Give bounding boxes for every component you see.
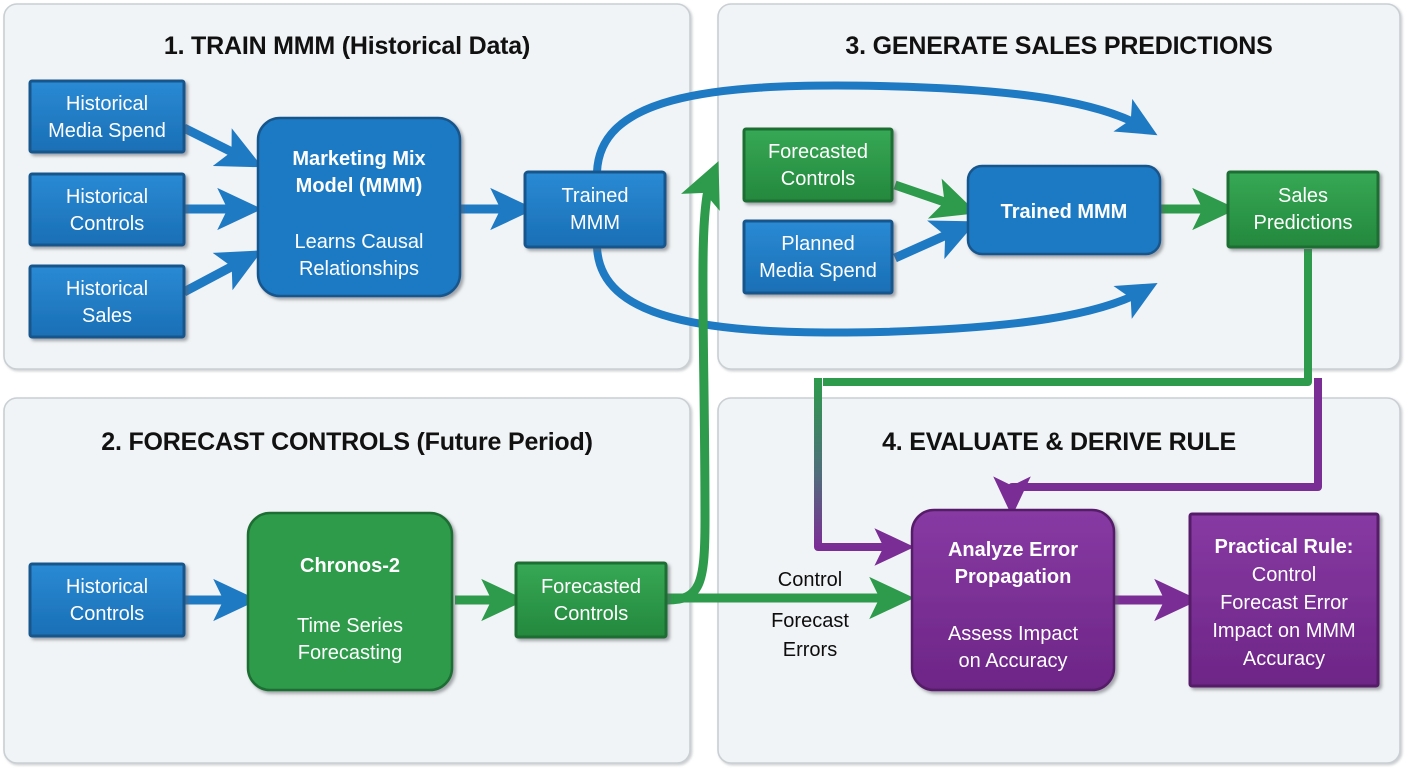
node-historical-sales[interactable]: Historical Sales [28, 264, 186, 339]
node-historical-media-spend-line2: Media Spend [48, 120, 166, 142]
node-analyze-error-propagation-line3: Assess Impact [948, 623, 1078, 645]
edge-trained-mmm-bottom-arc [593, 243, 1158, 337]
edge-hist-sales-to-mmm [181, 250, 263, 296]
edge-purple-feedback-path [993, 378, 1322, 517]
edge-sales-predictions-to-analyze-error [814, 249, 1312, 566]
node-trained-mmm-3-box[interactable] [966, 164, 1162, 256]
node-marketing-mix-model-box[interactable] [256, 116, 462, 298]
node-sales-predictions-line1: Sales [1278, 185, 1328, 207]
node-analyze-error-propagation-box[interactable] [910, 508, 1116, 692]
edges-trained-mmm-transfer [593, 81, 1158, 337]
node-sales-predictions[interactable]: Sales Predictions [1226, 170, 1380, 249]
edges-section-3 [893, 178, 1238, 263]
node-historical-sales-line2: Sales [82, 305, 132, 327]
node-chronos-2-line3: Forecasting [298, 642, 403, 664]
node-marketing-mix-model-line4: Relationships [299, 258, 419, 280]
edge-label-forecast: Forecast [771, 610, 849, 632]
node-trained-mmm-3-line1: Trained MMM [1001, 201, 1128, 223]
node-practical-rule-line3: Forecast Error [1220, 592, 1348, 614]
node-trained-mmm-1[interactable]: Trained MMM [523, 170, 667, 249]
panel-evaluate-derive-rule-title: 4. EVALUATE & DERIVE RULE [882, 428, 1236, 456]
node-planned-media-spend-line1: Planned [781, 233, 854, 255]
node-historical-sales-line1: Historical [66, 278, 148, 300]
node-forecasted-controls-2-line2: Controls [554, 603, 628, 625]
node-forecasted-controls-3[interactable]: Forecasted Controls [742, 127, 894, 203]
node-trained-mmm-1-line1: Trained [561, 185, 628, 207]
node-planned-media-spend[interactable]: Planned Media Spend [742, 219, 894, 295]
node-practical-rule[interactable]: Practical Rule: Control Forecast Error I… [1188, 512, 1380, 688]
node-historical-controls-2[interactable]: Historical Controls [28, 562, 186, 638]
edge-purple-feedback-loop [993, 378, 1322, 517]
node-chronos-2-box[interactable] [246, 511, 454, 692]
node-historical-controls-1-box[interactable] [28, 172, 186, 247]
node-forecasted-controls-3-box[interactable] [742, 127, 894, 203]
node-analyze-error-propagation-line1: Analyze Error [948, 539, 1078, 561]
edge-hist-media-to-mmm [181, 123, 263, 168]
node-planned-media-spend-line2: Media Spend [759, 260, 877, 282]
node-analyze-error-propagation-line2: Propagation [955, 566, 1072, 588]
node-analyze-error-propagation-line4: on Accuracy [959, 650, 1068, 672]
node-forecasted-controls-2-line1: Forecasted [541, 576, 641, 598]
node-historical-controls-1-line2: Controls [70, 213, 144, 235]
node-sales-predictions-line2: Predictions [1254, 212, 1353, 234]
edge-forecasted-controls-up [662, 161, 720, 605]
node-historical-media-spend-line1: Historical [66, 93, 148, 115]
edge-forecasted-controls-to-trained-mmm [893, 178, 978, 219]
node-marketing-mix-model[interactable]: Marketing Mix Model (MMM) Learns Causal … [256, 116, 462, 298]
node-historical-media-spend-box[interactable] [28, 79, 186, 154]
node-historical-sales-box[interactable] [28, 264, 186, 339]
node-forecasted-controls-2[interactable]: Forecasted Controls [514, 561, 668, 639]
node-historical-controls-2-line1: Historical [66, 576, 148, 598]
node-historical-controls-2-line2: Controls [70, 603, 144, 625]
node-forecasted-controls-3-line1: Forecasted [768, 141, 868, 163]
node-marketing-mix-model-line2: Model (MMM) [296, 175, 423, 197]
node-practical-rule-line4: Impact on MMM [1212, 620, 1355, 642]
edge-sales-predictions-green-run [823, 249, 1312, 386]
panel-train-mmm-title: 1. TRAIN MMM (Historical Data) [164, 32, 530, 60]
node-practical-rule-line2: Control [1252, 564, 1316, 586]
panel-generate-predictions-title: 3. GENERATE SALES PREDICTIONS [845, 32, 1272, 60]
edges-section-1 [181, 123, 536, 296]
node-trained-mmm-3[interactable]: Trained MMM [966, 164, 1162, 256]
node-chronos-2-line1: Chronos-2 [300, 555, 400, 577]
panel-forecast-controls-title: 2. FORECAST CONTROLS (Future Period) [101, 428, 592, 456]
node-historical-controls-1[interactable]: Historical Controls [28, 172, 186, 247]
node-analyze-error-propagation[interactable]: Analyze Error Propagation Assess Impact … [910, 508, 1116, 692]
node-sales-predictions-box[interactable] [1226, 170, 1380, 249]
node-practical-rule-line5: Accuracy [1243, 648, 1325, 670]
node-forecasted-controls-2-box[interactable] [514, 561, 668, 639]
edge-into-analyze-error-upper [814, 378, 915, 566]
node-practical-rule-line1: Practical Rule: [1215, 536, 1354, 558]
edge-forecasted-controls-transfer [662, 161, 720, 605]
node-chronos-2-line2: Time Series [297, 615, 403, 637]
edge-label-control: Control [778, 569, 842, 591]
edge-label-errors: Errors [783, 639, 837, 661]
node-chronos-2[interactable]: Chronos-2 Time Series Forecasting [246, 511, 454, 692]
edge-planned-media-to-trained-mmm [893, 220, 977, 263]
node-historical-controls-2-box[interactable] [28, 562, 186, 638]
node-trained-mmm-1-box[interactable] [523, 170, 667, 249]
node-practical-rule-box[interactable] [1188, 512, 1380, 688]
node-marketing-mix-model-line1: Marketing Mix [292, 148, 425, 170]
node-trained-mmm-1-line2: MMM [570, 212, 620, 234]
node-marketing-mix-model-line3: Learns Causal [295, 231, 424, 253]
node-historical-controls-1-line1: Historical [66, 186, 148, 208]
edge-trained-mmm-top-arc [593, 81, 1158, 176]
node-historical-media-spend[interactable]: Historical Media Spend [28, 79, 186, 154]
node-forecasted-controls-3-line2: Controls [781, 168, 855, 190]
node-planned-media-spend-box[interactable] [742, 219, 894, 295]
edge-control-forecast-errors: Control Forecast Errors [667, 569, 915, 661]
